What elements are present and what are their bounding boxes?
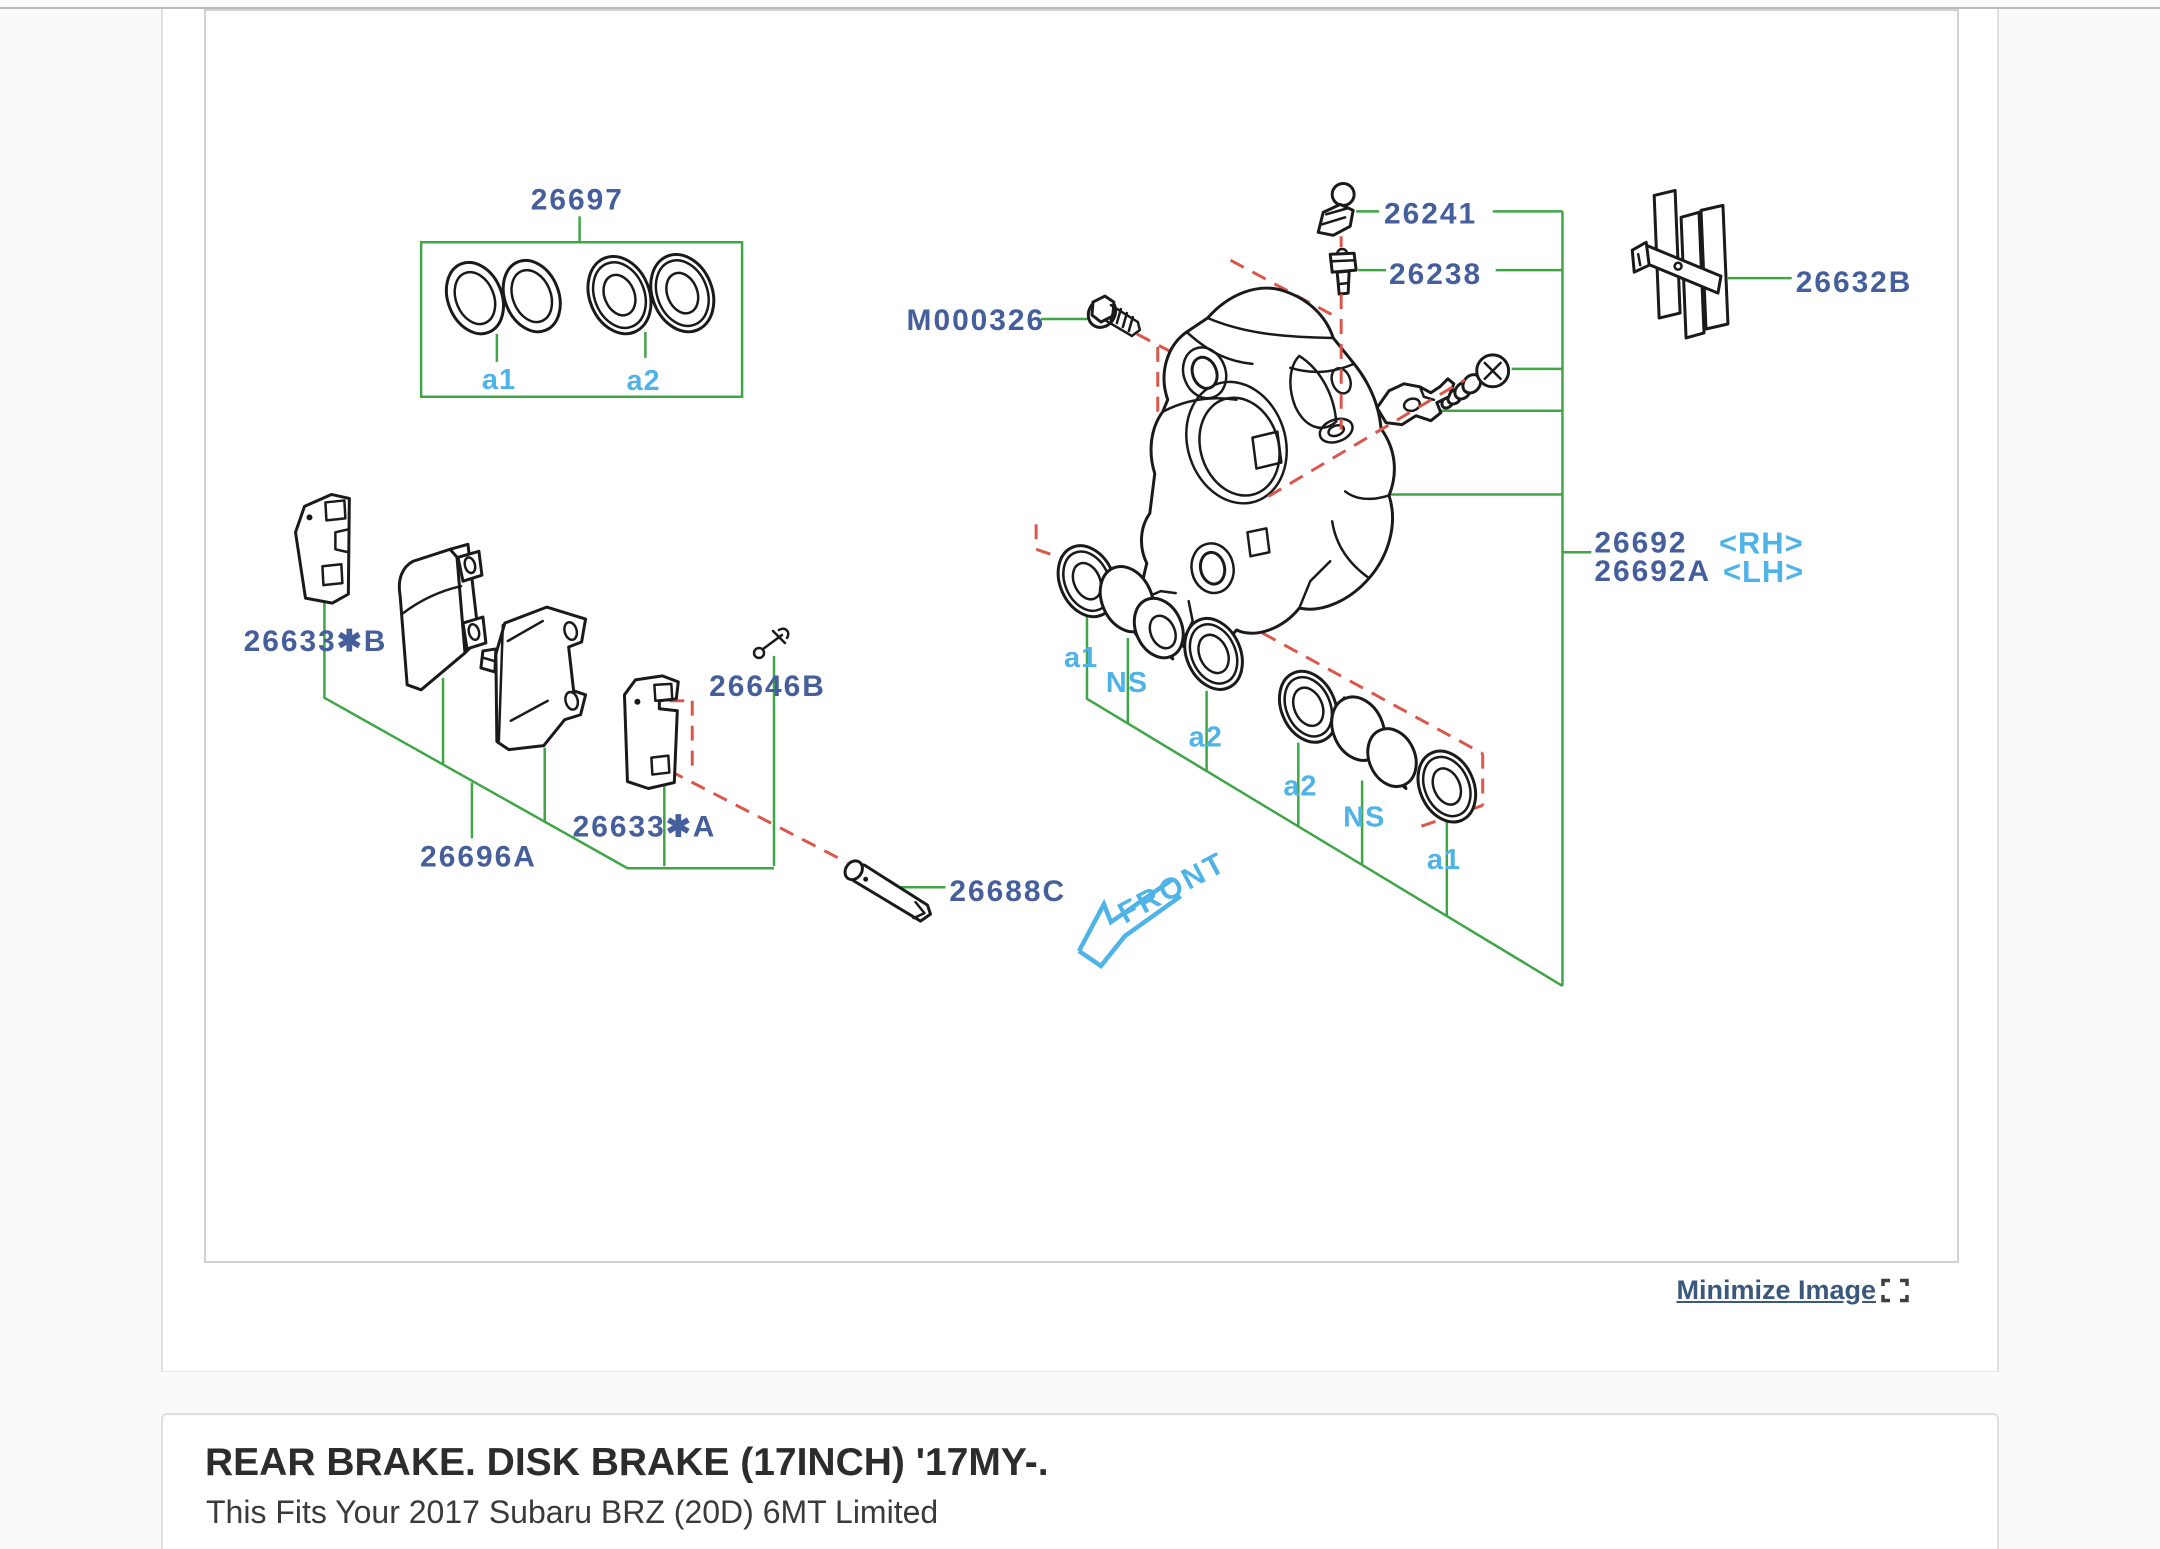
part-label-26697: 26697 — [531, 183, 624, 216]
marker-a2: a2 — [626, 365, 660, 397]
part-label-26692: 26692 — [1594, 526, 1687, 559]
bleeder-cap-part — [1316, 181, 1356, 237]
marker-a2: a2 — [1283, 770, 1317, 802]
marker-ns: NS — [1106, 667, 1148, 699]
page-title: REAR BRAKE. DISK BRAKE (17INCH) '17MY-. — [205, 1441, 1049, 1484]
fitment-note: This Fits Your 2017 Subaru BRZ (20D) 6MT… — [206, 1493, 939, 1530]
piston-seal — [1183, 617, 1244, 691]
seal-ring — [444, 260, 505, 336]
seal-ring — [586, 254, 653, 336]
hand-label-lh: <LH> — [1723, 554, 1804, 589]
piston-seal — [1277, 669, 1339, 744]
seal-ring — [649, 252, 716, 334]
pad-support-bracket-part — [1375, 377, 1456, 427]
piston — [1330, 695, 1418, 791]
axis-lines-dashed-over — [1267, 236, 1466, 498]
brake-pad-inner — [479, 605, 588, 752]
part-label-26241: 26241 — [1384, 197, 1477, 230]
part-label-26688C: 26688C — [949, 875, 1066, 908]
front-direction-label: FRONT — [1113, 846, 1233, 930]
part-label-26632B: 26632B — [1796, 266, 1913, 299]
seal-ring — [501, 258, 562, 334]
parts-diagram: 26697 26241 26238 M000326 26632B 26692 <… — [244, 181, 1913, 987]
seal-kit-box — [419, 241, 744, 399]
pad-shim-b-part — [294, 492, 351, 605]
brake-pad-outer — [397, 542, 488, 692]
part-labels: 26697 26241 26238 M000326 26632B 26692 <… — [244, 183, 1913, 908]
minimize-image-link[interactable]: Minimize Image — [1676, 1275, 1876, 1305]
piston-boot — [1416, 749, 1478, 824]
part-label-26692A: 26692A — [1594, 555, 1711, 588]
part-label-26633B: 26633✱B — [244, 625, 388, 658]
part-label-26696A: 26696A — [420, 840, 537, 873]
image-controls: Minimize Image — [1676, 1275, 1909, 1306]
leader-lines-green — [323, 210, 1792, 987]
marker-a2: a2 — [1189, 722, 1223, 754]
expand-image-icon[interactable] — [1881, 1278, 1909, 1303]
pad-pin-part — [843, 859, 932, 923]
shim-plate-part — [1630, 188, 1730, 340]
lock-bolt-part — [1086, 294, 1142, 338]
section-header-card: REAR BRAKE. DISK BRAKE (17INCH) '17MY-. … — [161, 1413, 1999, 1549]
front-arrow — [1077, 877, 1182, 969]
marker-ns: NS — [1343, 801, 1385, 833]
diagram-card: 26697 26241 26238 M000326 26632B 26692 <… — [161, 9, 1999, 1372]
piston — [1098, 565, 1185, 661]
page-top-divider — [0, 0, 2160, 9]
bleeder-screw-part — [1328, 247, 1358, 296]
hand-label-rh: <RH> — [1719, 525, 1804, 560]
pad-shim-a-part — [622, 674, 680, 791]
marker-a1: a1 — [1064, 642, 1098, 674]
part-label-26646B: 26646B — [709, 670, 826, 703]
part-label-26633A: 26633✱A — [573, 810, 717, 843]
part-label-M000326: M000326 — [907, 304, 1046, 337]
seal-kit-rings — [444, 252, 716, 336]
marker-a1: a1 — [1427, 844, 1461, 876]
pad-clip-part — [752, 627, 790, 660]
caliper-body — [1129, 286, 1396, 653]
diagram-viewport: 26697 26241 26238 M000326 26632B 26692 <… — [204, 9, 1959, 1263]
part-label-26238: 26238 — [1389, 258, 1482, 291]
marker-a1: a1 — [482, 364, 516, 396]
